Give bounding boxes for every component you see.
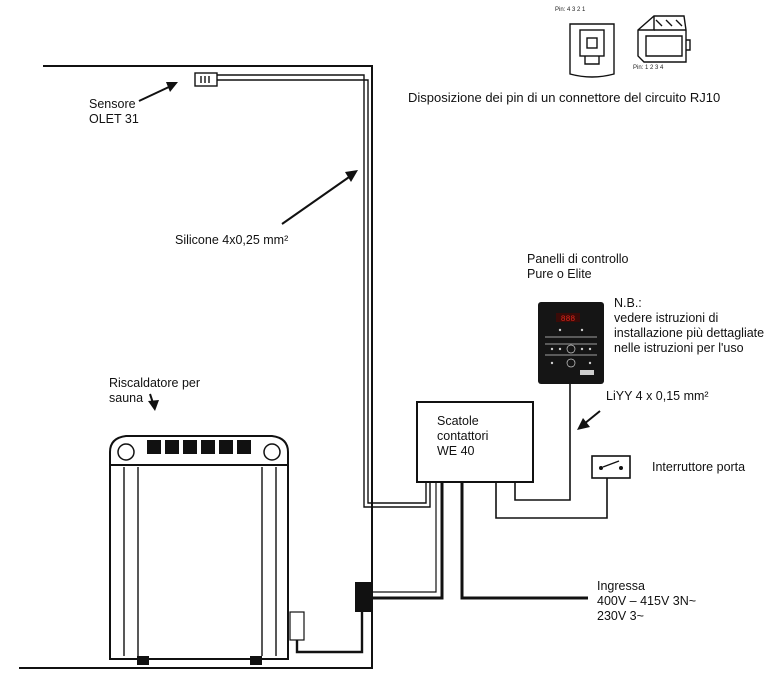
panel-cable [514,384,571,501]
power-cable-heater [372,482,444,600]
heater-cable [295,612,364,654]
control-panel-icon: 888 [538,302,604,384]
rj10-caption: Disposizione dei pin di un connettore de… [408,90,721,105]
door-switch-label: Interruttore porta [652,460,746,474]
junction-box [355,582,371,612]
door-switch-cable [495,478,608,519]
power-cable-input [460,482,588,600]
sensor-icon [194,72,218,87]
svg-text:888: 888 [561,315,576,324]
heater-label: Riscaldatore per sauna [109,376,201,405]
contactor-label: Scatole contattori WE 40 [437,414,489,458]
room-wall [19,65,373,669]
door-switch-icon [591,455,631,479]
sensor-cable [217,74,431,508]
panel-cable-label: LiYY 4 x 0,15 mm² [606,389,709,403]
control-panel-label: Panelli di controllo Pure o Elite [527,252,629,281]
rj10-connector-icon [569,15,691,78]
rj10-pins-bottom: Pin: 1 2 3 4 [633,65,664,71]
cable-label: Silicone 4x0,25 mm² [175,233,289,247]
rj10-pins-top: Pin: 4 3 2 1 [555,7,586,13]
contactor-box-icon [416,401,534,483]
heater-icon [109,435,305,665]
note-label: N.B.: vedere istruzioni di installazione… [614,296,765,355]
input-label: Ingressa 400V – 415V 3N~ 230V 3~ [597,579,697,623]
sensor-label: Sensore OLET 31 [89,97,139,126]
